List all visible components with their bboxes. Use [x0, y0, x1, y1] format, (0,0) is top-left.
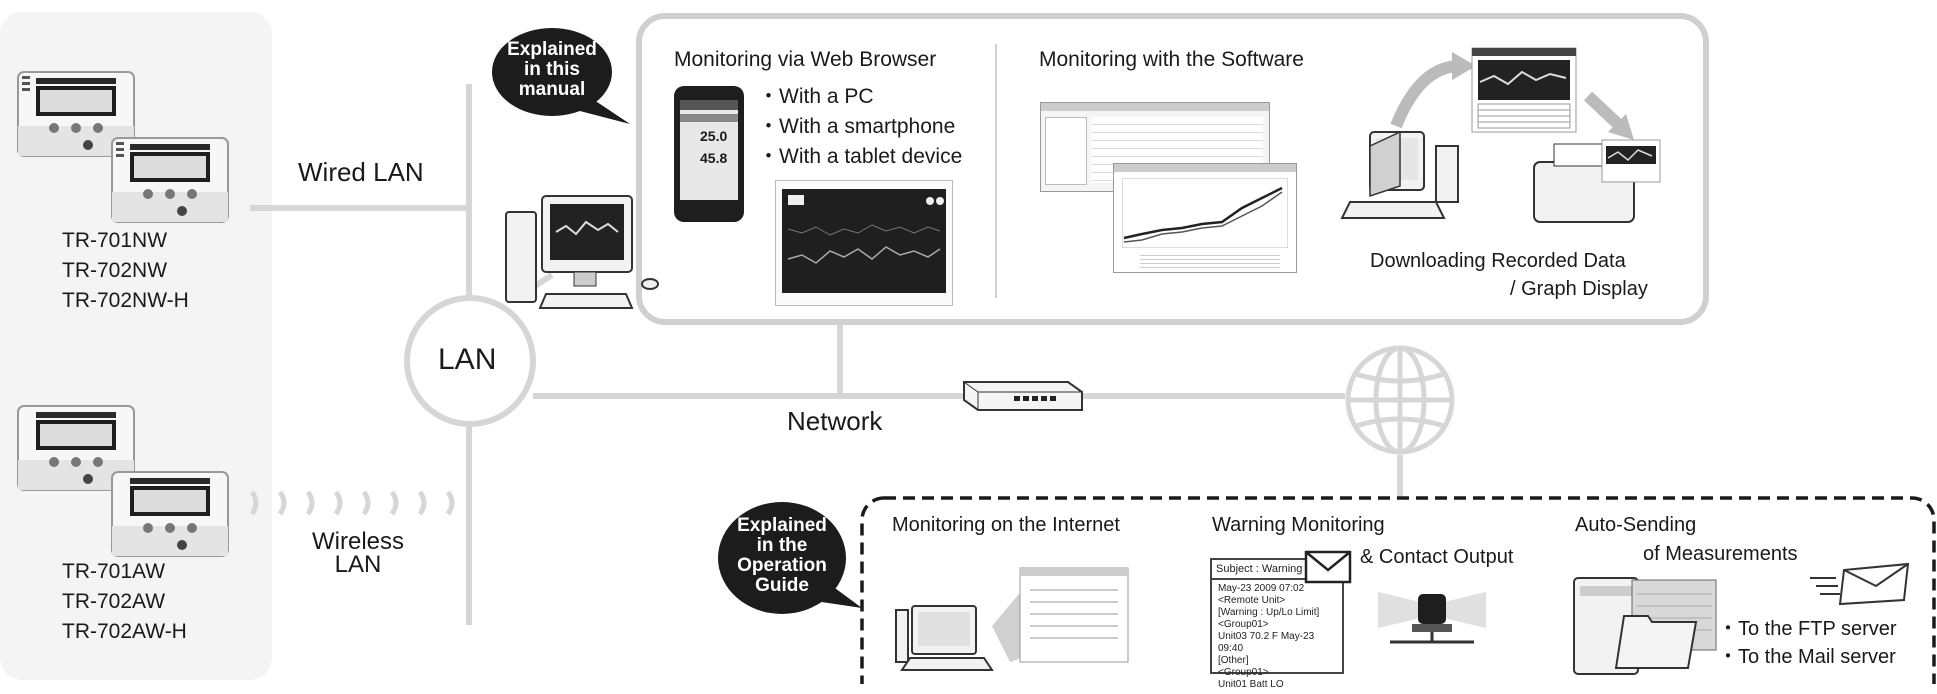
model-name: TR-701NW — [62, 229, 168, 252]
model-name: TR-702AW — [62, 590, 166, 613]
mail-server-item: ・To the Mail server — [1718, 646, 1896, 668]
web-browser-list: ・With a PC ・With a smartphone ・With a ta… — [758, 82, 962, 172]
warning-monitoring-title: Warning Monitoring — [1212, 514, 1385, 536]
bubble-operation-guide — [718, 502, 862, 614]
network-hub-icon — [963, 381, 1083, 411]
bubble-this-manual — [492, 28, 630, 124]
bubble-line: Explained — [507, 39, 597, 60]
model-name: TR-701AW — [62, 560, 166, 583]
server-folder-icon — [1573, 577, 1717, 675]
lan-label: LAN — [438, 343, 497, 376]
top-box-border — [636, 13, 1709, 325]
auto-sending-title-line2: of Measurements — [1643, 543, 1798, 565]
download-graph-illustration — [1340, 47, 1661, 223]
bubble-operation-guide-text: Explained in the Operation Guide — [722, 516, 842, 596]
web-browser-item: ・With a PC — [758, 85, 874, 108]
wireless-lan-label: Wireless LAN — [312, 528, 405, 578]
laptop-internet-icon — [895, 567, 1129, 671]
warning-mail-line: <Group01> — [1218, 667, 1269, 678]
auto-sending-title-line1: Auto-Sending — [1575, 514, 1697, 536]
network-label: Network — [787, 406, 883, 436]
warning-mail-line: Unit03 70.2 F May-23 09:40 — [1218, 631, 1315, 654]
envelope-icon — [1304, 550, 1352, 584]
warning-mail-line: [Other] — [1218, 655, 1249, 666]
wired-lan-label: Wired LAN — [298, 157, 424, 187]
bubble-line: in the — [756, 535, 808, 556]
bubble-this-manual-text: Explained in this manual — [496, 40, 608, 100]
phone-reading-1: 25.0 — [700, 128, 728, 144]
mail-send-icon — [1810, 562, 1910, 606]
web-browser-title: Monitoring via Web Browser — [674, 48, 937, 71]
internet-monitoring-title: Monitoring on the Internet — [892, 514, 1120, 536]
ftp-server-item: ・To the FTP server — [1718, 618, 1897, 640]
web-browser-item: ・With a smartphone — [758, 115, 956, 138]
download-label-line2: / Graph Display — [1510, 278, 1648, 300]
wired-model-list: TR-701NW TR-702NW TR-702NW-H — [62, 226, 189, 316]
download-label-line1: Downloading Recorded Data — [1370, 250, 1626, 272]
bubble-line: in this — [524, 59, 580, 80]
phone-reading-2: 45.8 — [700, 150, 728, 166]
warning-mail-line: May-23 2009 07:02 — [1218, 583, 1305, 594]
warning-mail-line: <Remote Unit> — [1218, 595, 1286, 606]
warning-mail-subject: Subject : Warning — [1212, 560, 1342, 580]
software-title: Monitoring with the Software — [1039, 48, 1304, 71]
smartphone-icon: 25.0 45.8 — [674, 86, 744, 222]
wireless-lan-line2: LAN — [334, 551, 382, 578]
bubble-line: manual — [518, 79, 586, 100]
wireless-lan-line1: Wireless — [312, 528, 405, 555]
thermo-recorder-wireless — [17, 405, 229, 557]
warning-mail-line: <Group01> — [1218, 619, 1269, 630]
wireless-signal — [249, 490, 455, 516]
bubble-line: Explained — [737, 515, 827, 536]
contact-output-title: & Contact Output — [1360, 546, 1514, 568]
software-graph-window — [1113, 163, 1297, 273]
warning-mail-line: Unit01 Batt LO — [1218, 679, 1284, 690]
alarm-light-icon — [1378, 592, 1486, 644]
bubble-line: Operation — [737, 555, 827, 576]
thermo-recorder-wired — [17, 71, 229, 223]
globe-icon — [1345, 345, 1455, 455]
bottom-box-border — [860, 496, 1936, 684]
model-name: TR-702NW — [62, 259, 168, 282]
tablet-graph-icon — [775, 180, 953, 306]
desktop-pc-icon — [505, 195, 659, 309]
web-browser-item: ・With a tablet device — [758, 145, 963, 168]
bubble-line: Guide — [755, 575, 809, 596]
wireless-model-list: TR-701AW TR-702AW TR-702AW-H — [62, 557, 187, 647]
model-name: TR-702AW-H — [62, 620, 187, 643]
warning-mail-line: [Warning : Up/Lo Limit] — [1218, 607, 1320, 618]
model-name: TR-702NW-H — [62, 289, 189, 312]
